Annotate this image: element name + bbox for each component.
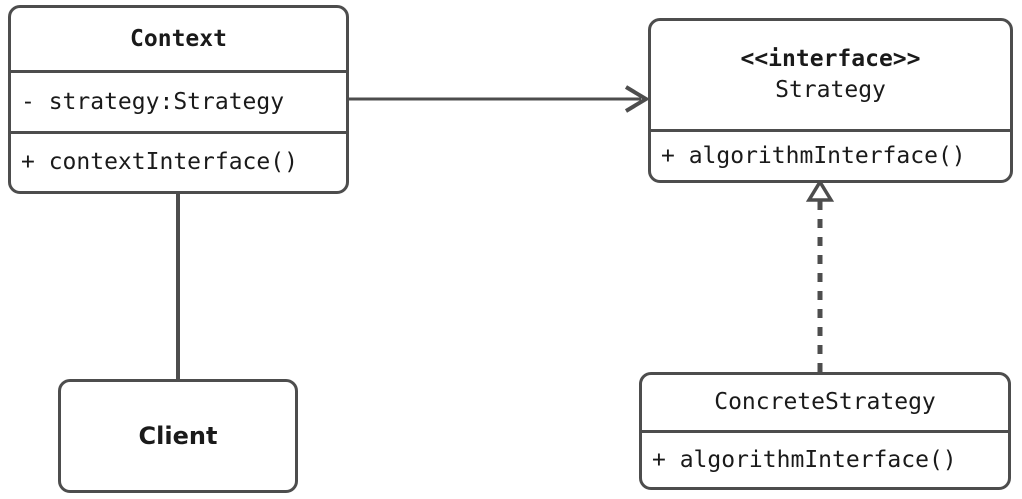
- realization-concrete-to-strategy: [805, 178, 835, 372]
- class-name-client: Client: [138, 422, 218, 450]
- operation-algorithm-interface-concrete: + algorithmInterface(): [652, 446, 957, 473]
- class-box-concrete-strategy[interactable]: ConcreteStrategy + algorithmInterface(): [639, 372, 1011, 490]
- stereotype-interface: <<interface>>: [740, 45, 921, 72]
- association-context-to-strategy: [349, 85, 650, 113]
- class-box-context[interactable]: Context - strategy:Strategy + contextInt…: [8, 5, 349, 194]
- class-name-context: Context: [130, 25, 227, 52]
- class-box-strategy[interactable]: <<interface>> Strategy + algorithmInterf…: [648, 18, 1013, 183]
- operations-compartment-strategy: + algorithmInterface(): [651, 128, 1010, 180]
- class-box-client[interactable]: Client: [58, 379, 298, 493]
- class-name-compartment-context: Context: [11, 8, 346, 70]
- open-arrowhead-icon: [624, 85, 650, 113]
- hollow-triangle-arrowhead-icon: [805, 178, 835, 202]
- class-name-concrete-strategy: ConcreteStrategy: [714, 389, 936, 416]
- class-name-strategy: Strategy: [775, 76, 886, 103]
- operation-context-interface: + contextInterface(): [21, 149, 298, 176]
- operation-algorithm-interface-strategy: + algorithmInterface(): [661, 142, 966, 169]
- attributes-compartment-context: - strategy:Strategy: [11, 69, 346, 131]
- class-name-compartment-client: Client: [61, 382, 295, 490]
- attribute-strategy: - strategy:Strategy: [21, 88, 285, 115]
- operations-compartment-concrete-strategy: + algorithmInterface(): [642, 429, 1008, 488]
- class-name-compartment-concrete-strategy: ConcreteStrategy: [642, 375, 1008, 430]
- operations-compartment-context: + contextInterface(): [11, 130, 346, 191]
- class-name-compartment-strategy: <<interface>> Strategy: [651, 21, 1010, 129]
